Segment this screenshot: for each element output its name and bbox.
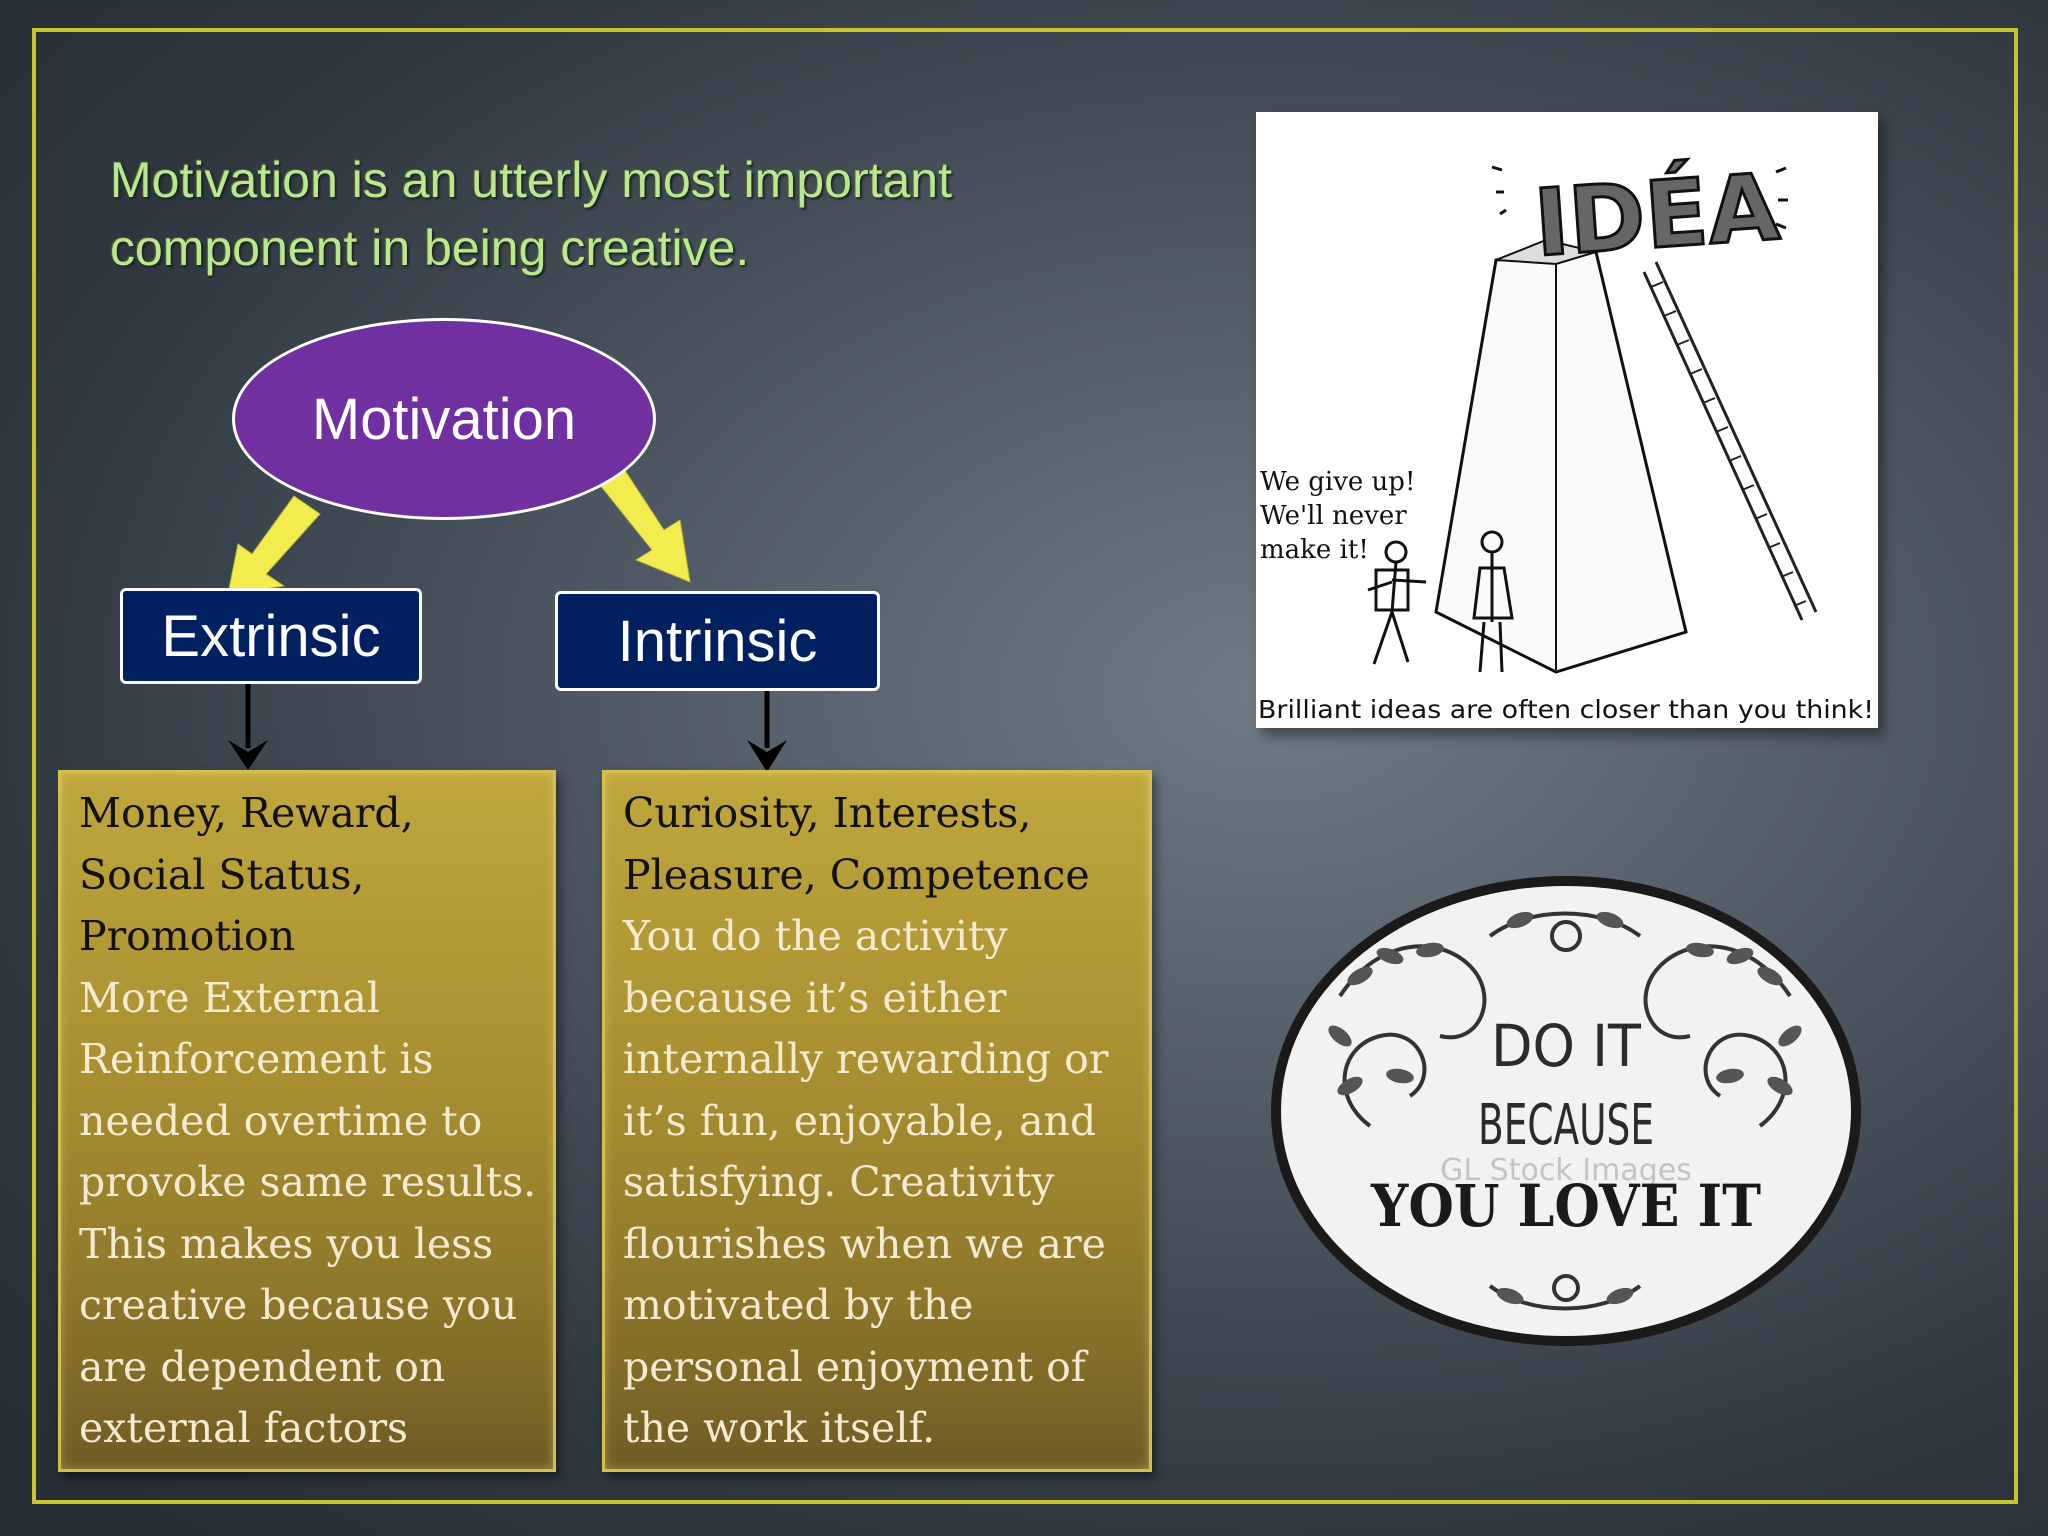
- speech-line-1: We give up!: [1260, 467, 1415, 497]
- badge-line-3: YOU LOVE IT: [1370, 1172, 1761, 1240]
- motivation-node: Motivation: [232, 318, 656, 520]
- idea-logo-text: IDÉA: [1531, 153, 1783, 278]
- love-it-badge-image: DO IT BECAUSE GL Stock Images YOU LOVE I…: [1270, 876, 1862, 1346]
- speech-line-2: We'll never: [1260, 501, 1407, 531]
- intrinsic-description: You do the activity because it’s either …: [623, 912, 1109, 1452]
- badge-watermark: GL Stock Images: [1440, 1153, 1692, 1188]
- intrinsic-label: Intrinsic: [617, 608, 818, 674]
- idea-cartoon-image: IDÉA We give up! We'll never make it! Br…: [1256, 112, 1878, 728]
- extrinsic-examples: Money, Reward, Social Status, Promotion: [79, 789, 414, 960]
- idea-cartoon-drawing: IDÉA We give up! We'll never make it! Br…: [1258, 151, 1874, 724]
- intrinsic-node: Intrinsic: [555, 591, 880, 691]
- motivation-label: Motivation: [311, 386, 577, 452]
- extrinsic-node: Extrinsic: [120, 588, 422, 684]
- extrinsic-label: Extrinsic: [161, 603, 381, 669]
- speech-line-3: make it!: [1260, 535, 1369, 565]
- slide-frame: [32, 28, 2018, 1504]
- badge-line-1: DO IT: [1491, 1012, 1642, 1080]
- intrinsic-card: Curiosity, Interests, Pleasure, Competen…: [602, 770, 1152, 1472]
- extrinsic-card: Money, Reward, Social Status, Promotion …: [58, 770, 556, 1472]
- slide-title: Motivation is an utterly most important …: [110, 152, 952, 276]
- intrinsic-examples: Curiosity, Interests, Pleasure, Competen…: [623, 789, 1090, 899]
- love-it-badge-drawing: DO IT BECAUSE GL Stock Images YOU LOVE I…: [1271, 876, 1861, 1346]
- cartoon-caption: Brilliant ideas are often closer than yo…: [1258, 695, 1874, 724]
- extrinsic-description: More External Reinforcement is needed ov…: [79, 973, 537, 1453]
- badge-line-2: BECAUSE: [1478, 1093, 1654, 1158]
